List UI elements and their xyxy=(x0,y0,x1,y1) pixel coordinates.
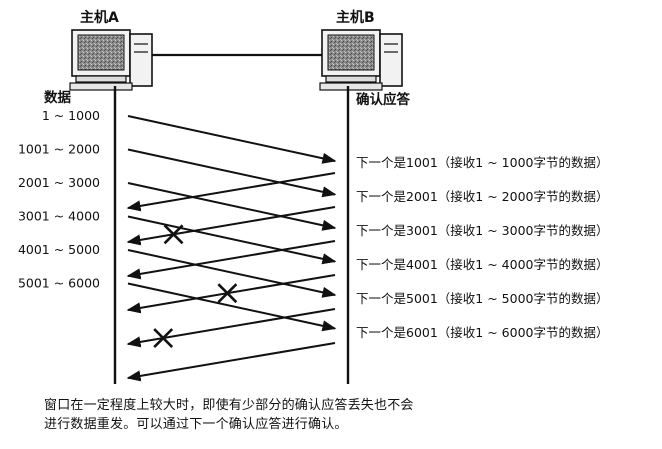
data-column-label: 数据 xyxy=(44,89,71,106)
data-segment-labels: 1 ~ 1000 1001 ~ 2000 2001 ~ 3000 3001 ~ 400… xyxy=(18,108,100,291)
data-segment-arrow xyxy=(128,116,335,161)
caption-line-2: 进行数据重发。可以通过下一个确认应答进行确认。 xyxy=(44,415,564,434)
caption-line-1: 窗口在一定程度上较大时，即使有少部分的确认应答丢失也不会 xyxy=(44,396,564,415)
ack-arrows xyxy=(128,173,335,378)
host-a-label: 主机A xyxy=(80,9,119,26)
ack-labels: 下一个是1001（接收1 ~ 1000字节的数据） 下一个是2001（接收1 ~ … xyxy=(356,155,609,340)
ack-arrow xyxy=(128,343,335,378)
ack-label: 下一个是2001（接收1 ~ 2000字节的数据） xyxy=(356,189,609,204)
data-segment-label: 3001 ~ 4000 xyxy=(18,209,100,224)
data-segment-label: 4001 ~ 5000 xyxy=(18,242,100,257)
data-segment-label: 1001 ~ 2000 xyxy=(18,142,100,157)
data-segment-label: 1 ~ 1000 xyxy=(42,108,100,123)
ack-arrow xyxy=(128,207,335,242)
cross-mark-icon xyxy=(218,284,236,302)
data-segment-arrow xyxy=(128,217,335,262)
loss-marks xyxy=(154,225,236,347)
ack-label: 下一个是1001（接收1 ~ 1000字节的数据） xyxy=(356,155,609,170)
ack-label: 下一个是6001（接收1 ~ 6000字节的数据） xyxy=(356,325,609,340)
caption: 窗口在一定程度上较大时，即使有少部分的确认应答丢失也不会 进行数据重发。可以通过… xyxy=(44,396,564,434)
data-segment-label: 5001 ~ 6000 xyxy=(18,276,100,291)
data-segment-arrow xyxy=(128,150,335,195)
computer-icon xyxy=(320,30,402,90)
ack-arrow xyxy=(128,275,335,310)
ack-label: 下一个是3001（接收1 ~ 3000字节的数据） xyxy=(356,223,609,238)
host-b-label: 主机B xyxy=(336,9,375,26)
ack-label: 下一个是5001（接收1 ~ 5000字节的数据） xyxy=(356,291,609,306)
data-segment-label: 2001 ~ 3000 xyxy=(18,175,100,190)
computer-icon xyxy=(70,30,152,90)
ack-arrow xyxy=(128,241,335,276)
ack-column-label: 确认应答 xyxy=(356,91,410,108)
ack-arrow xyxy=(128,309,335,344)
cross-mark-icon xyxy=(154,329,172,347)
cross-mark-icon xyxy=(165,225,183,243)
ack-label: 下一个是4001（接收1 ~ 4000字节的数据） xyxy=(356,257,609,272)
